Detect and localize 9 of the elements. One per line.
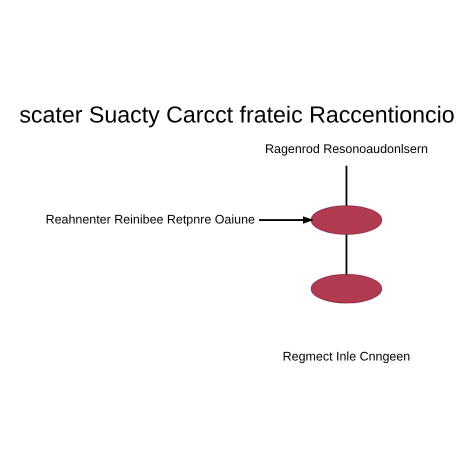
node-label: Regmect Inle Cnngeen bbox=[282, 350, 410, 364]
diagram-title: scater Suacty Carcct frateic Raccentioncio bbox=[19, 102, 455, 128]
node-text: Reahnenter Reinibee Retpnre Oaiune bbox=[46, 212, 255, 226]
arrow bbox=[259, 216, 314, 224]
node-ellipse bbox=[310, 274, 382, 304]
node-ellipse bbox=[310, 205, 382, 235]
node-text: Ragenrod Resonoaudonlsern bbox=[265, 142, 428, 156]
connector bbox=[346, 166, 348, 206]
connector bbox=[346, 234, 348, 274]
